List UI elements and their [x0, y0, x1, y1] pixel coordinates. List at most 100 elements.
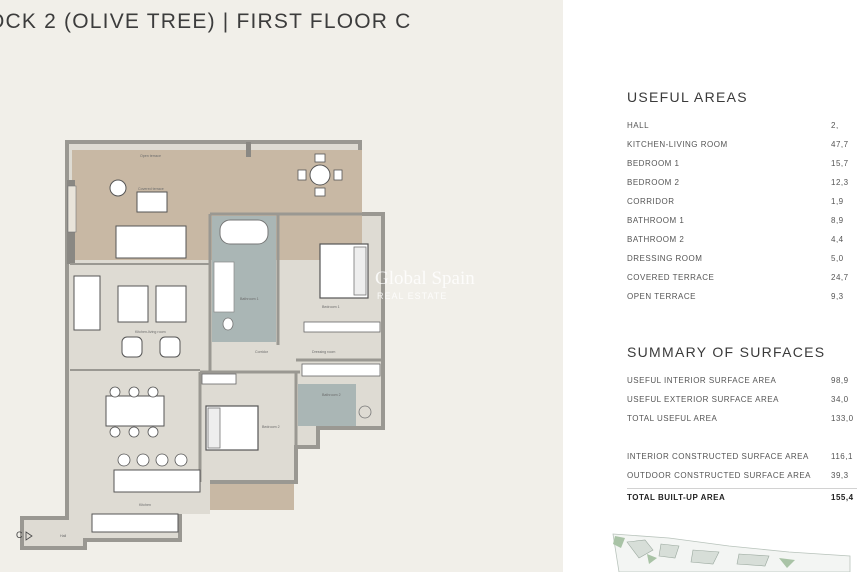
vanity — [213, 261, 235, 313]
area-value: 15,7 — [831, 159, 849, 168]
stool-icon — [174, 453, 188, 467]
stool-icon — [117, 453, 131, 467]
shower-icon — [358, 405, 372, 419]
watermark-subtitle: REAL ESTATE — [377, 291, 448, 301]
kitchen-counter — [91, 513, 179, 533]
summary-value: 34,0 — [831, 395, 849, 404]
summary-heading: SUMMARY OF SURFACES — [627, 344, 826, 360]
summary-label: OUTDOOR CONSTRUCTED SURFACE AREA — [627, 471, 812, 480]
dining-chair-icon — [128, 426, 140, 438]
dining-chair-icon — [147, 386, 159, 398]
area-label: BATHROOM 2 — [627, 235, 685, 244]
site-plan-buildings — [626, 539, 770, 567]
compass-arrow-icon — [25, 531, 33, 541]
summary-divider — [627, 488, 857, 489]
summary-value: 98,9 — [831, 376, 849, 385]
terrace-chair — [314, 153, 326, 163]
area-label: OPEN TERRACE — [627, 292, 696, 301]
site-map-thumbnail — [612, 533, 851, 572]
stool-icon — [136, 453, 150, 467]
room-label-bedroom-1: Bedroom 1 — [322, 305, 340, 309]
site-plan-outline — [612, 533, 851, 572]
area-label: BEDROOM 1 — [627, 159, 680, 168]
area-row-kitchen-living: KITCHEN-LIVING ROOM 47,7 — [627, 140, 857, 152]
bedroom-2-closet — [201, 373, 237, 385]
floor-plan-panel: OCK 2 (OLIVE TREE) | FIRST FLOOR C — [0, 0, 563, 572]
area-value: 2, — [831, 121, 839, 130]
bed-1-pillows — [353, 246, 367, 296]
room-label-hall: Hall — [60, 534, 66, 538]
summary-label: TOTAL USEFUL AREA — [627, 414, 718, 423]
area-label: BATHROOM 1 — [627, 216, 685, 225]
floor-plan-drawing: Open terrace Covered terrace Kitchen-liv… — [20, 140, 385, 550]
coffee-table — [155, 285, 187, 323]
area-label: DRESSING ROOM — [627, 254, 703, 263]
summary-label: INTERIOR CONSTRUCTED SURFACE AREA — [627, 452, 809, 461]
area-label: KITCHEN-LIVING ROOM — [627, 140, 728, 149]
page-title: OCK 2 (OLIVE TREE) | FIRST FLOOR C — [0, 10, 412, 33]
area-row-bathroom-2: BATHROOM 2 4,4 — [627, 235, 857, 247]
area-row-bathroom-1: BATHROOM 1 8,9 — [627, 216, 857, 228]
dining-chair-icon — [109, 386, 121, 398]
area-label: CORRIDOR — [627, 197, 675, 206]
room-label-covered-terrace: Covered terrace — [138, 187, 164, 191]
bathroom-2-area — [298, 384, 356, 426]
summary-label: TOTAL BUILT-UP AREA — [627, 493, 726, 502]
area-row-open-terrace: OPEN TERRACE 9,3 — [627, 292, 857, 304]
summary-row-total-useful: TOTAL USEFUL AREA 133,0 — [627, 414, 857, 426]
closet-2 — [301, 363, 381, 377]
areas-panel: USEFUL AREAS HALL 2, KITCHEN-LIVING ROOM… — [563, 0, 857, 572]
summary-value: 155,4 — [831, 493, 854, 502]
bathtub — [219, 219, 269, 245]
toilet-icon — [222, 317, 234, 331]
coffee-table — [117, 285, 149, 323]
dining-table-round-icon — [309, 164, 331, 186]
watermark-brand: Global Spain — [375, 268, 475, 289]
area-value: 4,4 — [831, 235, 844, 244]
terrace-planter — [67, 185, 77, 233]
summary-value: 39,3 — [831, 471, 849, 480]
terrace-chair — [314, 187, 326, 197]
terrace-chair — [333, 169, 343, 181]
summary-row-interior-constructed: INTERIOR CONSTRUCTED SURFACE AREA 116,1 — [627, 452, 857, 464]
closet — [303, 321, 381, 333]
terrace-table — [136, 191, 168, 213]
summary-row-useful-exterior: USEFUL EXTERIOR SURFACE AREA 34,0 — [627, 395, 857, 407]
dining-chair-icon — [128, 386, 140, 398]
bed-2-pillows — [207, 407, 221, 449]
room-label-open-terrace: Open terrace — [140, 154, 161, 158]
living-sofa — [73, 275, 101, 331]
summary-row-total-built-up: TOTAL BUILT-UP AREA 155,4 — [627, 493, 857, 505]
room-label-bedroom-2: Bedroom 2 — [262, 425, 280, 429]
armchair — [159, 336, 181, 358]
area-row-bedroom-1: BEDROOM 1 15,7 — [627, 159, 857, 171]
room-label-dressing-room: Dressing room — [312, 350, 335, 354]
dining-table — [105, 395, 165, 427]
dining-chair-icon — [109, 426, 121, 438]
room-label-corridor: Corridor — [255, 350, 269, 354]
area-value: 5,0 — [831, 254, 844, 263]
terrace-sofa — [115, 225, 187, 259]
area-row-hall: HALL 2, — [627, 121, 857, 133]
area-row-dressing-room: DRESSING ROOM 5,0 — [627, 254, 857, 266]
area-value: 12,3 — [831, 178, 849, 187]
room-label-bathroom-2: Bathroom 2 — [322, 393, 341, 397]
stool-icon — [155, 453, 169, 467]
room-label-kitchen-living: Kitchen-living room — [135, 330, 166, 334]
area-label: HALL — [627, 121, 650, 130]
terrace-chair — [297, 169, 307, 181]
summary-value: 116,1 — [831, 452, 853, 461]
room-label-bathroom-1: Bathroom 1 — [240, 297, 259, 301]
area-value: 8,9 — [831, 216, 844, 225]
area-value: 24,7 — [831, 273, 849, 282]
useful-areas-heading: USEFUL AREAS — [627, 89, 748, 105]
kitchen-island — [113, 469, 201, 493]
area-row-bedroom-2: BEDROOM 2 12,3 — [627, 178, 857, 190]
summary-label: USEFUL INTERIOR SURFACE AREA — [627, 376, 777, 385]
summary-label: USEFUL EXTERIOR SURFACE AREA — [627, 395, 779, 404]
terrace-chair-icon — [109, 179, 127, 197]
area-row-covered-terrace: COVERED TERRACE 24,7 — [627, 273, 857, 285]
area-value: 1,9 — [831, 197, 844, 206]
terrace-pillar — [246, 142, 251, 157]
summary-row-useful-interior: USEFUL INTERIOR SURFACE AREA 98,9 — [627, 376, 857, 388]
